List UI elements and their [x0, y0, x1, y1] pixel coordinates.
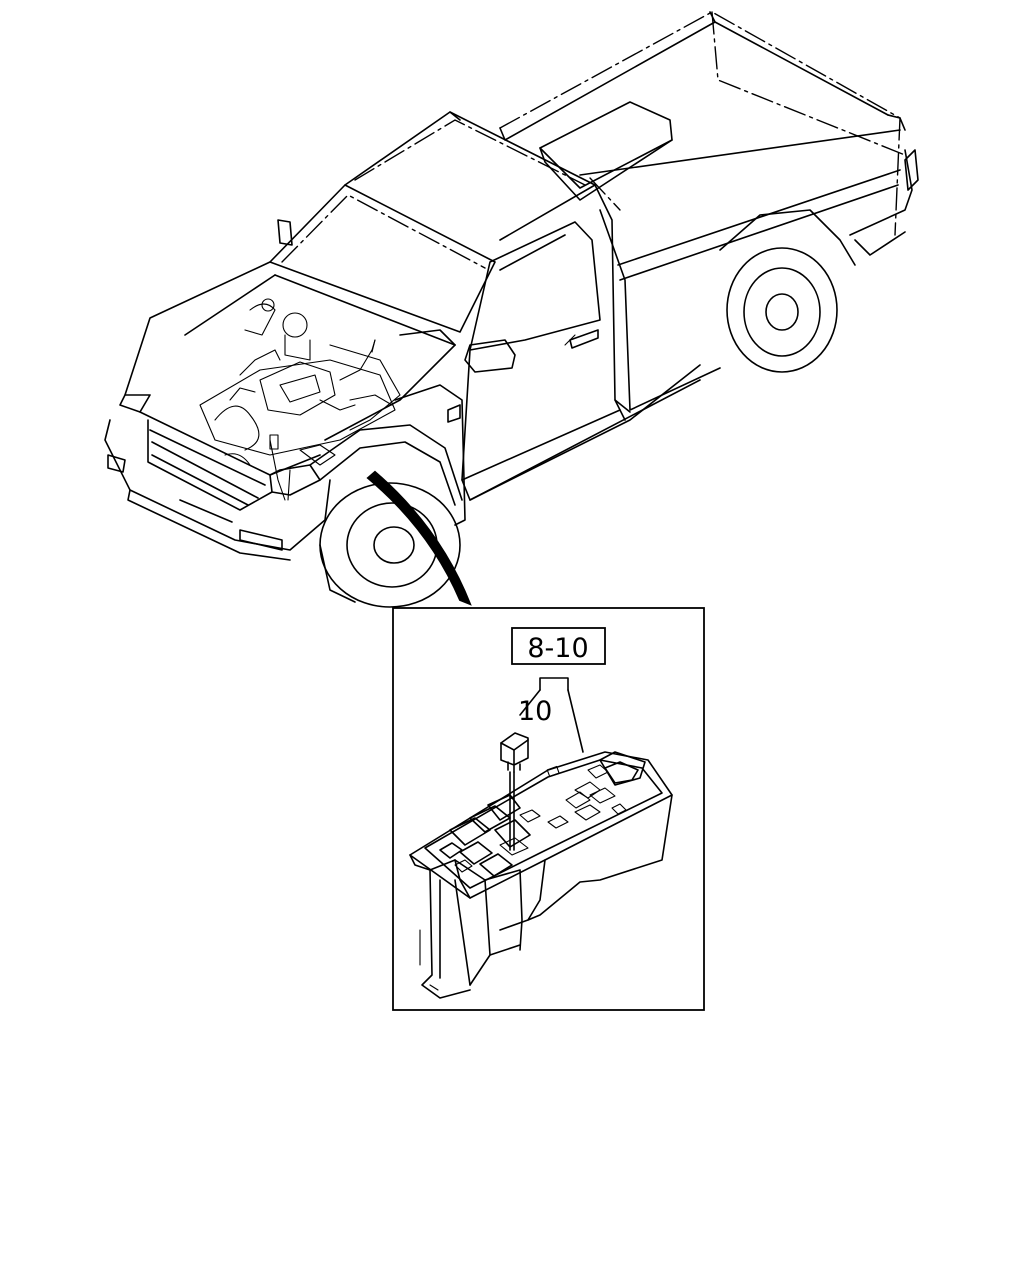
fuse-box-part: [409, 751, 673, 999]
group-ref-callout: 8-10: [511, 627, 606, 665]
pickup-truck-illustration: [104, 11, 919, 608]
detail-inset-frame: [392, 607, 705, 1011]
detail-leader-curve: [366, 470, 472, 606]
item-number-label: 10: [518, 696, 552, 727]
group-ref-label: 8-10: [527, 633, 588, 664]
